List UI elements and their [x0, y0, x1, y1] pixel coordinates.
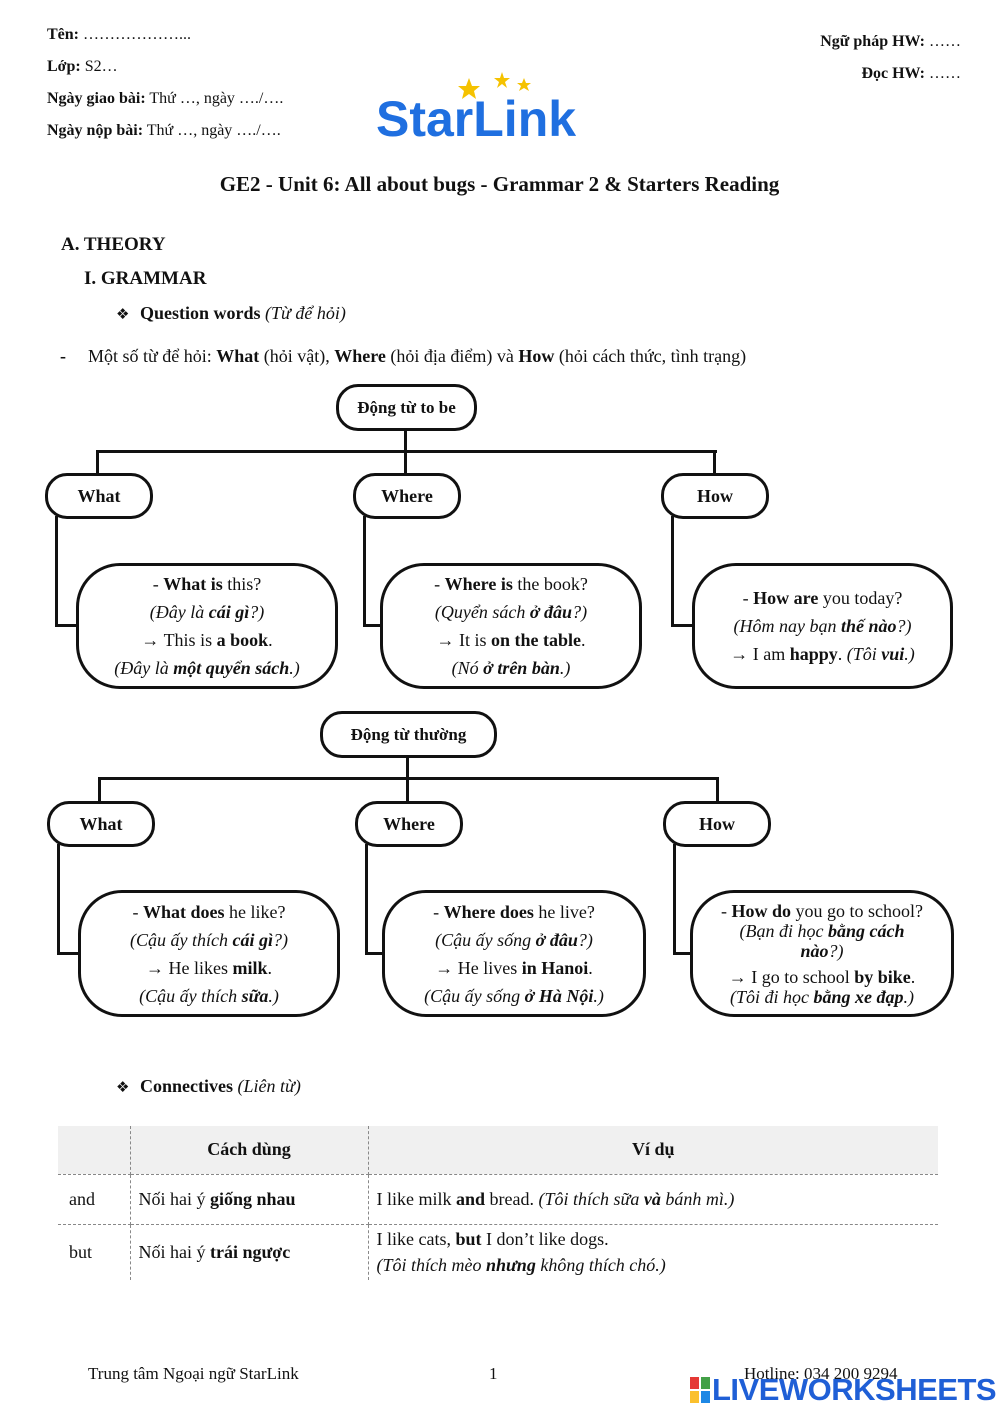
section-a-heading: A. THEORY	[61, 234, 166, 255]
tree2-what-node: What	[47, 801, 155, 847]
tree2-root: Động từ thường	[320, 711, 497, 758]
tree1-where-example: - Where is the book? (Quyển sách ở đâu?)…	[380, 563, 642, 689]
name-field: Tên: ………………...	[47, 26, 191, 43]
section-i-heading: I. GRAMMAR	[84, 268, 207, 289]
tree2-how-node: How	[663, 801, 771, 847]
connective-word: but	[58, 1224, 131, 1280]
tree2-where-example: - Where does he live? (Cậu ấy sống ở đâu…	[382, 890, 646, 1017]
usage-cell: Nối hai ý trái ngược	[130, 1224, 369, 1280]
class-field: Lớp: S2…	[47, 58, 118, 75]
connectives-table: Cách dùng Ví dụ and Nối hai ý giống nhau…	[58, 1126, 938, 1280]
reading-hw-field: Đọc HW: ……	[861, 65, 961, 82]
footer-center-name: Trung tâm Ngoại ngữ StarLink	[88, 1364, 299, 1383]
tree1-how-node: How	[661, 473, 769, 519]
tree2-how-example: - How do you go to school? (Bạn đi học b…	[690, 890, 954, 1017]
intro-line: -Một số từ để hỏi: What (hỏi vật), Where…	[60, 346, 747, 366]
logo-stars-icon	[458, 72, 531, 99]
footer-hotline: Hotline: 034 200 9294	[744, 1364, 898, 1383]
table-row: but Nối hai ý trái ngược I like cats, bu…	[58, 1224, 938, 1280]
tree2-where-node: Where	[355, 801, 463, 847]
tree1-what-example: - What is this? (Đây là cái gì?) → This …	[76, 563, 338, 689]
tree1-root: Động từ to be	[336, 384, 477, 431]
assign-date-field: Ngày giao bài: Thứ …, ngày …./….	[47, 90, 284, 107]
table-row: and Nối hai ý giống nhau I like milk and…	[58, 1174, 938, 1225]
table-header-row: Cách dùng Ví dụ	[58, 1126, 938, 1175]
diamond-bullet-icon: ❖	[116, 1078, 130, 1096]
page-number: 1	[489, 1364, 498, 1383]
submit-date-field: Ngày nộp bài: Thứ …, ngày …./….	[47, 122, 281, 139]
diamond-bullet-icon: ❖	[116, 305, 130, 323]
example-cell: I like milk and bread. (Tôi thích sữa và…	[368, 1174, 938, 1225]
tree1-what-node: What	[45, 473, 153, 519]
grammar-hw-field: Ngữ pháp HW: ……	[820, 33, 961, 50]
connective-word: and	[58, 1174, 131, 1225]
starlink-logo: StarLink	[376, 70, 626, 152]
table-header-cell	[58, 1126, 131, 1175]
table-header-cell: Cách dùng	[130, 1126, 369, 1175]
logo-text: StarLink	[376, 91, 577, 147]
question-words-heading: ❖Question words (Từ để hỏi)	[116, 303, 346, 323]
liveworksheets-logo-icon	[690, 1377, 710, 1403]
example-cell: I like cats, but I don’t like dogs. (Tôi…	[376, 1229, 666, 1276]
liveworksheets-watermark: LIVEWORKSHEETS	[690, 1372, 997, 1408]
tree1-where-node: Where	[353, 473, 461, 519]
tree1-how-example: - How are you today? (Hôm nay bạn thế nà…	[692, 563, 953, 689]
usage-cell: Nối hai ý giống nhau	[130, 1174, 369, 1225]
page-title: GE2 - Unit 6: All about bugs - Grammar 2…	[219, 172, 780, 196]
connectives-heading: ❖Connectives (Liên từ)	[116, 1076, 301, 1096]
table-header-cell: Ví dụ	[368, 1126, 938, 1175]
tree2-what-example: - What does he like? (Cậu ấy thích cái g…	[78, 890, 340, 1017]
